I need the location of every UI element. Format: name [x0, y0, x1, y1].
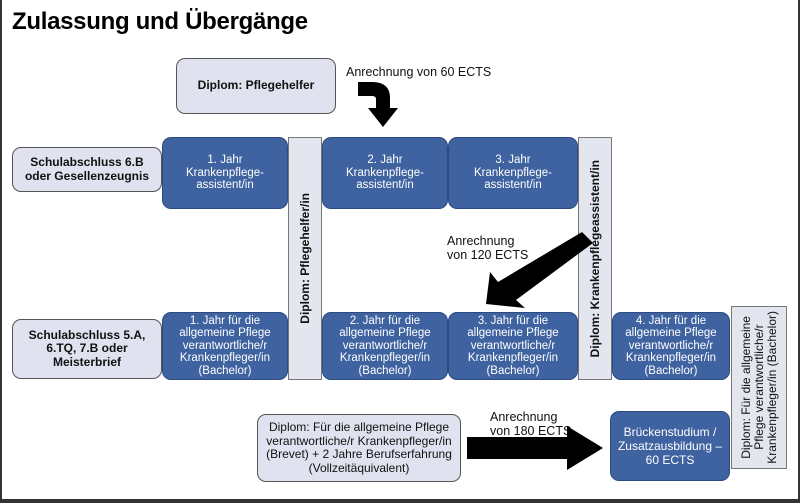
arrow-60-ects-icon [358, 82, 398, 127]
bachelor-year-2-box: 2. Jahr für die allgemeine Pflege verant… [322, 312, 448, 380]
credit-60-ects-label: Anrechnung von 60 ECTS [346, 65, 492, 79]
bachelor-year-3-box: 3. Jahr für die allgemeine Pflege verant… [448, 312, 578, 380]
credit-180-ects-label: Anrechnung von 180 ECTS [490, 410, 572, 438]
diplom-pflegehelfer-box: Diplom: Pflegehelfer [176, 58, 336, 114]
diplom-brevet-box: Diplom: Für die allgemeine Pflege verant… [257, 414, 461, 482]
schulabschluss-5a-box: Schulabschluss 5.A, 6.TQ, 7.B oder Meist… [12, 319, 162, 379]
page-title: Zulassung und Übergänge [12, 8, 308, 35]
credit-120-ects-label: Anrechnung von 120 ECTS [447, 234, 529, 262]
bachelor-year-1-box: 1. Jahr für die allgemeine Pflege verant… [162, 312, 288, 380]
assistant-year-2-box: 2. Jahr Krankenpflege- assistent/in [322, 137, 448, 209]
arrow-180-ects-icon [467, 426, 603, 470]
diploma-pflegehelfer-bar: Diplom: Pflegehelfer/in [288, 137, 322, 380]
assistant-year-1-box: 1. Jahr Krankenpflege- assistent/in [162, 137, 288, 209]
arrow-120-ects-icon [486, 232, 593, 308]
diploma-krankenpflegeassistent-bar: Diplom: Krankenpflegeassistent/in [578, 137, 612, 380]
bridge-study-box: Brückenstudium / Zusatzausbildung – 60 E… [610, 411, 730, 481]
assistant-year-3-box: 3. Jahr Krankenpflege- assistent/in [448, 137, 578, 209]
bachelor-year-4-box: 4. Jahr für die allgemeine Pflege verant… [612, 312, 730, 380]
schulabschluss-6b-box: Schulabschluss 6.B oder Gesellenzeugnis [12, 147, 162, 192]
diploma-bachelor-bar: Diplom: Für die allgemeine Pflege verant… [731, 306, 787, 469]
